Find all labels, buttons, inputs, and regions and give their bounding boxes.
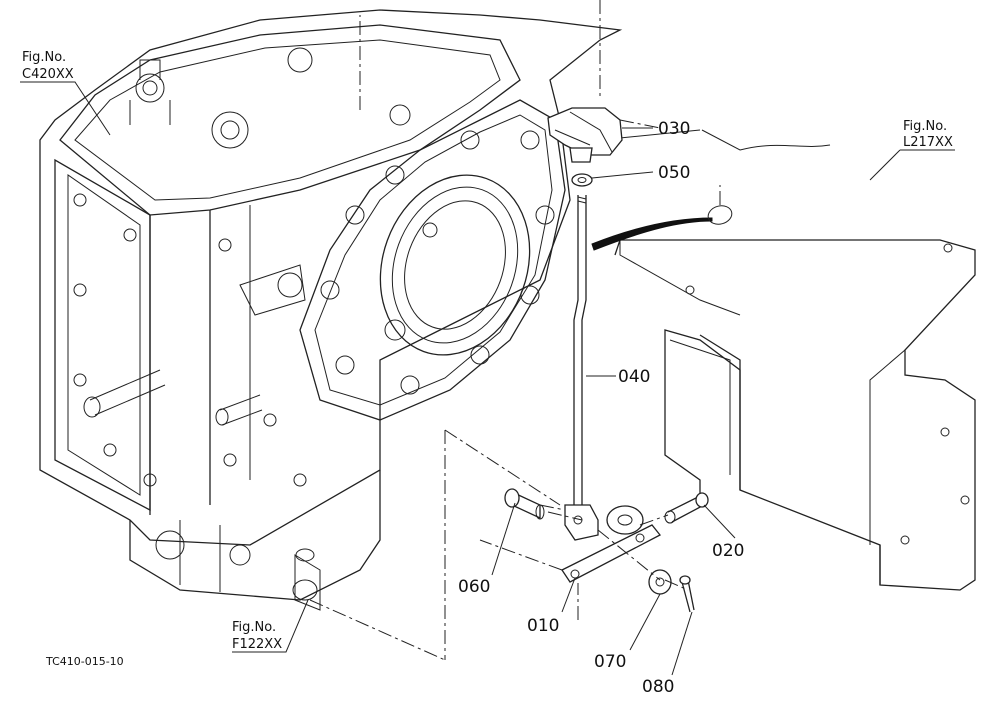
part-label-050: 050 [658,163,690,183]
pin-060 [504,488,545,520]
rod-040 [573,195,587,505]
fig-f122-line2: F122XX [232,637,282,652]
plate-010 [561,524,662,583]
leader-lines [20,81,955,676]
pin-020 [664,492,709,524]
fig-l217-line1: Fig.No. [903,119,947,134]
figure-reference-c420: Fig.No. C420XX [22,50,74,82]
lever-assembly [504,107,709,613]
side-cover [599,129,976,591]
part-label-020: 020 [712,541,744,561]
figure-reference-f122: Fig.No. F122XX [232,620,282,652]
part-label-010: 010 [527,616,559,636]
reference-lines [309,0,721,661]
part-label-040: 040 [618,367,650,387]
fig-f122-line1: Fig.No. [232,620,276,635]
fig-c420-line1: Fig.No. [22,50,66,65]
nut-050 [571,173,593,187]
transmission-case [39,9,623,611]
cotter-pin-080 [681,579,695,613]
knob-030 [547,107,623,156]
figure-reference-l217: Fig.No. L217XX [903,119,953,150]
part-label-070: 070 [594,652,626,672]
part-label-060: 060 [458,577,490,597]
fig-l217-line2: L217XX [903,135,953,150]
part-label-080: 080 [642,677,674,697]
wire-lead [591,205,733,251]
fig-c420-line2: C420XX [22,67,74,82]
drawing-code: TC410-015-10 [45,655,124,668]
part-label-030: 030 [658,119,690,139]
